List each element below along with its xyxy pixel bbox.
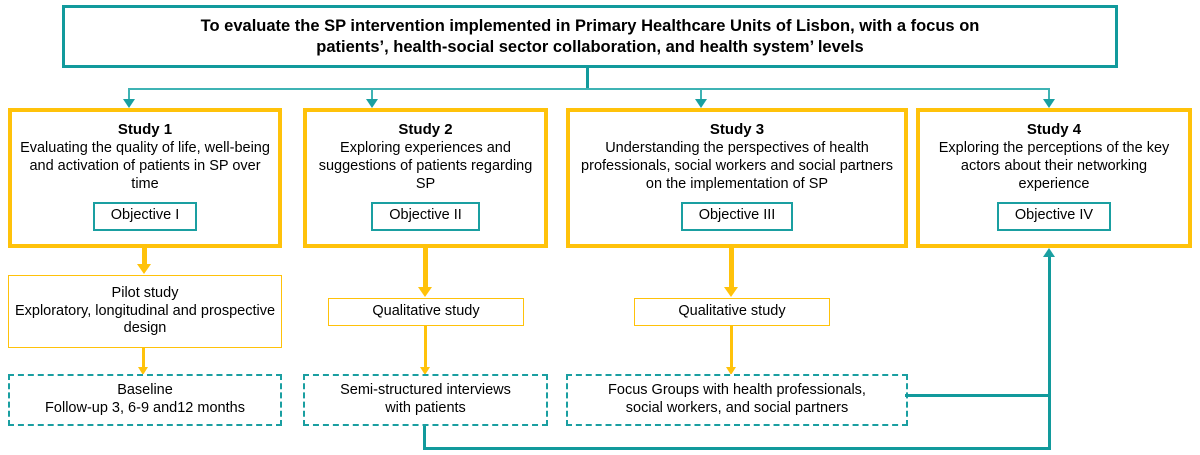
interviews-box[interactable]: Semi-structured interviews with patients — [303, 374, 548, 426]
study-1-title: Study 1 — [117, 121, 173, 138]
arrow-into-study-1 — [123, 99, 135, 108]
qualitative-study-1-label: Qualitative study — [372, 303, 480, 320]
aim-stem-connector — [586, 68, 589, 89]
study-box-1[interactable]: Study 1 Evaluating the quality of life, … — [8, 108, 282, 248]
arrow-into-study-3 — [695, 99, 707, 108]
study-3-objective: Objective III — [680, 202, 794, 231]
interviews-line-1: Semi-structured interviews — [340, 382, 511, 399]
study-1-objective: Objective I — [92, 202, 198, 231]
baseline-box[interactable]: Baseline Follow-up 3, 6-9 and12 months — [8, 374, 282, 426]
arrow-into-pilot-study — [137, 264, 151, 274]
study-2-objective: Objective II — [371, 202, 480, 231]
arrow-into-study-4 — [1043, 99, 1055, 108]
aim-line-1: To evaluate the SP intervention implemen… — [200, 17, 980, 36]
connector-study2-to-qual1 — [423, 248, 428, 288]
drop-connector-study-4 — [1048, 88, 1050, 100]
baseline-line-1: Baseline — [117, 382, 173, 399]
study-2-description: Exploring experiences and suggestions of… — [318, 140, 533, 192]
study-distribution-bus — [128, 88, 1049, 90]
pilot-study-line-1: Pilot study — [111, 284, 179, 301]
study-3-title: Study 3 — [709, 121, 765, 138]
aim-box: To evaluate the SP intervention implemen… — [62, 5, 1118, 68]
study-box-4[interactable]: Study 4 Exploring the perceptions of the… — [916, 108, 1192, 248]
feedback-riser-to-study-4 — [1048, 257, 1051, 450]
focus-groups-line-1: Focus Groups with health professionals, — [608, 382, 866, 399]
feedback-stem-interviews — [423, 426, 426, 450]
focus-groups-box[interactable]: Focus Groups with health professionals, … — [566, 374, 908, 426]
aim-line-2: patients’, health-social sector collabor… — [316, 37, 864, 56]
arrow-into-study-4-feedback — [1043, 248, 1055, 257]
connector-qual1-to-interviews — [424, 326, 427, 368]
study-4-description: Exploring the perceptions of the key act… — [938, 140, 1170, 192]
connector-study3-to-qual2 — [729, 248, 734, 288]
arrow-into-baseline — [138, 367, 148, 375]
qualitative-study-box-2[interactable]: Qualitative study — [634, 298, 830, 326]
pilot-study-box[interactable]: Pilot study Exploratory, longitudinal an… — [8, 275, 282, 348]
connector-pilot-to-baseline — [142, 348, 145, 368]
study-4-title: Study 4 — [1026, 121, 1082, 138]
baseline-line-2: Follow-up 3, 6-9 and12 months — [45, 400, 245, 416]
drop-connector-study-3 — [700, 88, 702, 100]
arrow-into-qualitative-study-1 — [418, 287, 432, 297]
qualitative-study-box-1[interactable]: Qualitative study — [328, 298, 524, 326]
study-1-description: Evaluating the quality of life, well-bei… — [20, 140, 270, 192]
connector-study1-to-pilot — [142, 248, 147, 265]
study-box-3[interactable]: Study 3 Understanding the perspectives o… — [566, 108, 908, 248]
drop-connector-study-2 — [371, 88, 373, 100]
feedback-line-focus-groups — [905, 394, 1051, 397]
study-2-title: Study 2 — [398, 121, 453, 138]
study-box-2[interactable]: Study 2 Exploring experiences and sugges… — [303, 108, 548, 248]
focus-groups-line-2: social workers, and social partners — [625, 400, 849, 416]
qualitative-study-2-label: Qualitative study — [678, 303, 786, 320]
drop-connector-study-1 — [128, 88, 130, 100]
feedback-line-interviews — [423, 447, 1051, 450]
arrow-into-study-2 — [366, 99, 378, 108]
study-4-objective: Objective IV — [996, 202, 1112, 231]
arrow-into-focus-groups — [726, 367, 736, 375]
study-3-description: Understanding the perspectives of health… — [581, 140, 893, 192]
arrow-into-interviews — [420, 367, 430, 375]
interviews-line-2: with patients — [385, 400, 466, 416]
connector-qual2-to-focus-groups — [730, 326, 733, 368]
arrow-into-qualitative-study-2 — [724, 287, 738, 297]
pilot-study-line-2: Exploratory, longitudinal and prospectiv… — [14, 302, 276, 337]
